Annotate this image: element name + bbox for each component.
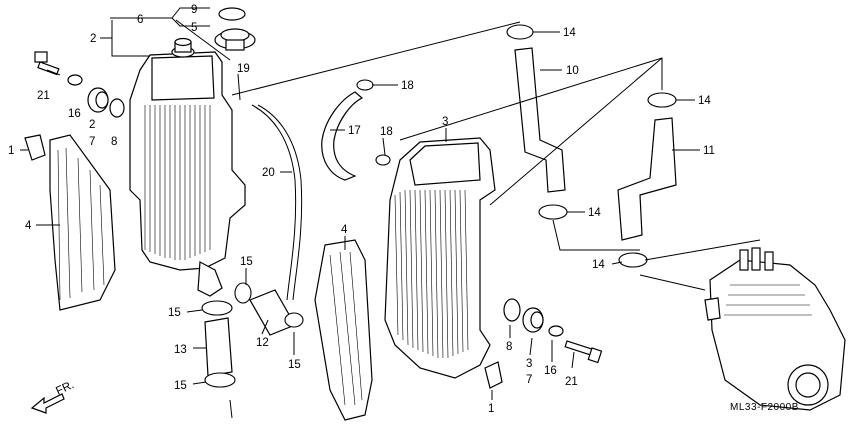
- clamp-15a: [201, 300, 233, 316]
- callout-20: 20: [262, 167, 275, 179]
- clamp-14c: [538, 204, 568, 220]
- callout-1: 1: [8, 145, 14, 157]
- hose-11: [617, 117, 677, 241]
- callout-7: 7: [89, 136, 95, 148]
- callout-14: 14: [588, 207, 601, 219]
- radiator-cap: [214, 28, 256, 51]
- engine-cylinder: [704, 247, 846, 411]
- callout-21: 21: [565, 376, 578, 388]
- hose-13: [204, 317, 233, 377]
- clamp-15b: [204, 372, 236, 388]
- washer-right: [548, 325, 564, 337]
- clamp-14d: [618, 252, 648, 268]
- clamp-18a: [356, 79, 374, 91]
- leader-lines: [20, 7, 761, 419]
- right-radiator: [384, 137, 496, 379]
- collar-left: [109, 98, 125, 118]
- callout-10: 10: [566, 65, 579, 77]
- overflow-tube: [251, 104, 297, 301]
- clamp-14b: [647, 92, 677, 108]
- callout-8: 8: [506, 341, 512, 353]
- hose-17: [321, 91, 364, 181]
- callout-labels: 6 9 5 2 19 21 16 2 7 8 1 4 20 15 15 12 1…: [8, 4, 715, 415]
- callout-2: 2: [90, 33, 96, 45]
- callout-15: 15: [288, 359, 301, 371]
- callout-1: 1: [488, 403, 494, 415]
- callout-16: 16: [68, 108, 81, 120]
- diagram-code: ML33-F2000B: [730, 402, 799, 413]
- collar-right: [503, 298, 521, 322]
- bolt-right: [564, 340, 603, 364]
- callout-4: 4: [341, 224, 348, 236]
- direction-label: FR.: [54, 379, 76, 398]
- grommet-right: [522, 307, 544, 333]
- left-radiator: [129, 37, 246, 297]
- callout-4: 4: [25, 220, 32, 232]
- clamp-14a: [506, 24, 534, 40]
- bolt-left: [34, 51, 60, 76]
- callout-15: 15: [240, 256, 253, 268]
- right-shroud: [314, 239, 373, 421]
- callout-15: 15: [174, 380, 187, 392]
- washer-left: [67, 74, 83, 86]
- clamp-15c: [234, 282, 252, 304]
- callout-14: 14: [698, 95, 711, 107]
- callout-2: 2: [89, 119, 95, 131]
- callout-6: 6: [137, 14, 143, 26]
- callout-3: 3: [526, 358, 532, 370]
- hose-10: [514, 47, 566, 193]
- callout-16: 16: [544, 365, 557, 377]
- front-arrow-icon: [30, 393, 65, 414]
- callout-15: 15: [168, 307, 181, 319]
- grommet-left: [87, 87, 109, 113]
- clamp-18b: [375, 154, 391, 166]
- callout-11: 11: [703, 145, 715, 157]
- callout-12: 12: [256, 337, 269, 349]
- clamp-15d: [284, 312, 304, 328]
- callout-17: 17: [348, 125, 361, 137]
- callout-14: 14: [563, 27, 576, 39]
- callout-3: 3: [442, 116, 448, 128]
- hose-12: [249, 289, 296, 336]
- clip-right: [484, 361, 503, 389]
- callout-14: 14: [592, 259, 605, 271]
- callout-9: 9: [191, 4, 197, 16]
- callout-21: 21: [37, 90, 50, 102]
- callout-19: 19: [237, 63, 250, 75]
- callout-8: 8: [111, 136, 117, 148]
- clip-left: [24, 134, 46, 161]
- callout-18: 18: [401, 80, 414, 92]
- callout-7: 7: [526, 374, 532, 386]
- callout-13: 13: [174, 344, 187, 356]
- callout-5: 5: [191, 22, 197, 34]
- callout-18: 18: [380, 126, 393, 138]
- left-shroud: [49, 134, 116, 311]
- cap-seal: [218, 7, 246, 21]
